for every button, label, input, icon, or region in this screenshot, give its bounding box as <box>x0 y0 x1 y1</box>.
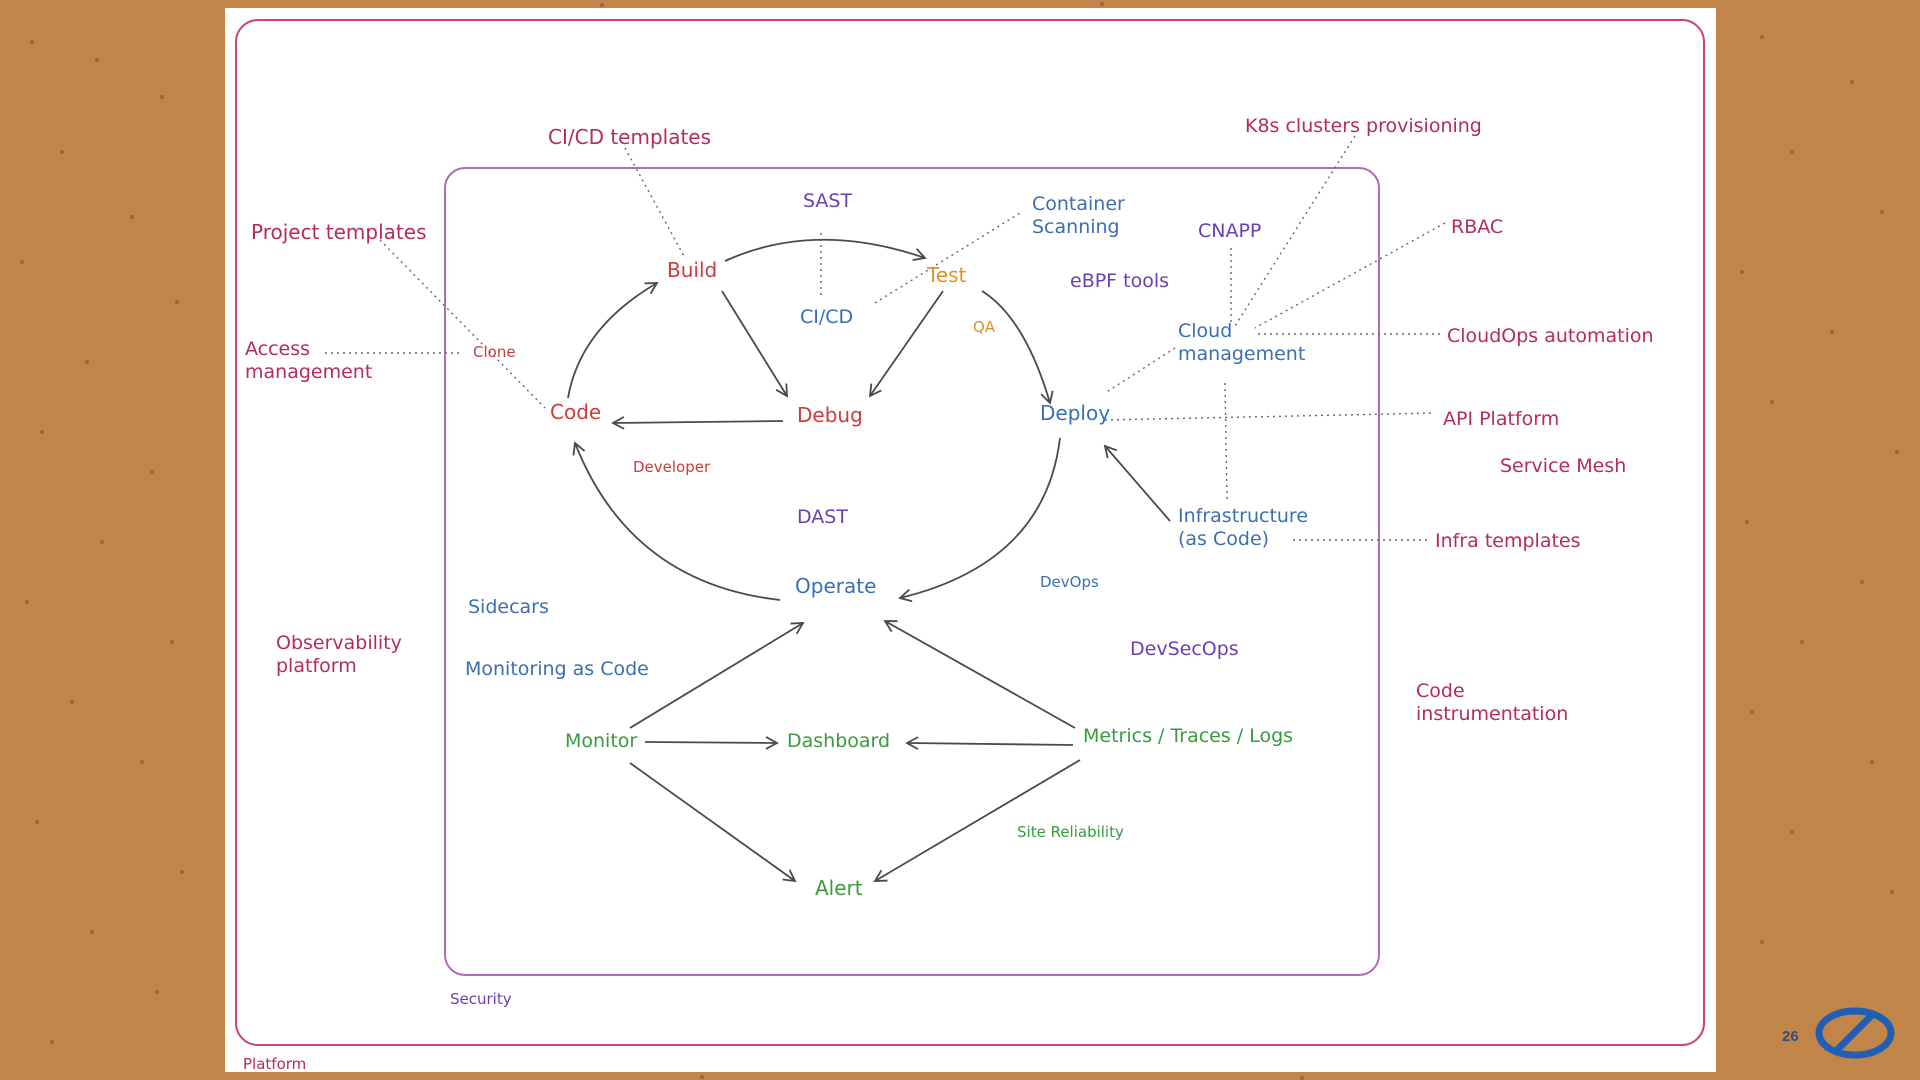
arrow-test-deploy <box>981 290 1054 405</box>
diagram-canvas <box>235 19 1705 1046</box>
connector-cloud-infra <box>1224 382 1228 501</box>
label-project-templates: Project templates <box>251 220 427 244</box>
label-service-mesh: Service Mesh <box>1500 455 1627 477</box>
label-ci-cd: CI/CD <box>800 306 854 328</box>
connector-rbac <box>1254 222 1446 329</box>
label-security: Security <box>450 990 512 1008</box>
label-site-reliability: Site Reliability <box>1017 823 1124 841</box>
node-test: Test <box>927 263 967 287</box>
connector-api-platform <box>1104 412 1436 421</box>
label-qa: QA <box>973 318 996 336</box>
label-cloudops-automation: CloudOps automation <box>1447 325 1654 347</box>
arrow-monitor-operate <box>629 622 805 729</box>
label-developer: Developer <box>633 458 711 476</box>
label-container-scanning: Container Scanning <box>1032 193 1125 238</box>
arrow-metrics-dashboard <box>905 736 1074 750</box>
node-operate: Operate <box>795 574 877 598</box>
brand-logo-icon <box>1815 1007 1895 1059</box>
label-api-platform: API Platform <box>1443 408 1560 430</box>
node-cloud-management: Cloud management <box>1178 320 1306 365</box>
connector-cloud-deploy <box>1104 347 1176 394</box>
label-sidecars: Sidecars <box>468 596 549 618</box>
security-frame <box>444 167 1380 976</box>
label-platform: Platform <box>243 1055 307 1072</box>
node-dashboard: Dashboard <box>787 730 891 752</box>
node-code: Code <box>550 400 602 424</box>
node-deploy: Deploy <box>1040 401 1111 425</box>
page-number: 26 <box>1782 1028 1799 1045</box>
label-code-instrumentation: Code instrumentation <box>1416 680 1569 725</box>
arrow-infra-deploy <box>1103 444 1171 522</box>
label-devops: DevOps <box>1040 573 1099 591</box>
connector-container-scanning <box>874 212 1021 304</box>
arrow-metrics-alert <box>873 759 1081 882</box>
node-monitor: Monitor <box>565 730 638 752</box>
arrow-deploy-operate <box>898 437 1061 603</box>
label-dast: DAST <box>797 506 848 528</box>
node-build: Build <box>667 258 718 282</box>
label-infra-templates: Infra templates <box>1435 530 1581 552</box>
arrow-test-debug <box>868 290 944 398</box>
arrow-monitor-alert <box>629 762 797 883</box>
arrow-debug-code <box>611 416 784 430</box>
label-cnapp: CNAPP <box>1198 220 1262 242</box>
arrow-operate-code <box>572 441 781 601</box>
connector-k8s <box>1234 135 1356 327</box>
arrow-monitor-dashboard <box>644 736 779 750</box>
label-ci-cd-templates: CI/CD templates <box>548 125 712 149</box>
connector-project-templates <box>379 239 546 409</box>
node-infrastructure-as-code: Infrastructure (as Code) <box>1178 505 1309 550</box>
arrow-build-debug <box>721 290 788 398</box>
arrow-metrics-operate <box>883 620 1076 729</box>
label-access-management: Access management <box>245 338 373 383</box>
platform-frame <box>235 19 1705 1046</box>
connector-cicd-templates <box>624 147 686 259</box>
label-ebpf-tools: eBPF tools <box>1070 270 1170 292</box>
arrow-build-test <box>724 238 927 262</box>
node-alert: Alert <box>815 876 863 900</box>
label-clone: Clone <box>473 343 516 361</box>
arrow-code-build <box>567 282 659 399</box>
label-sast: SAST <box>803 190 853 212</box>
label-observability-platform: Observability platform <box>276 632 402 677</box>
label-rbac: RBAC <box>1451 216 1504 238</box>
label-devsecops: DevSecOps <box>1130 638 1239 660</box>
label-monitoring-as-code: Monitoring as Code <box>465 658 649 680</box>
slide: Platform Security Developer DevOps Site … <box>225 8 1716 1072</box>
node-metrics-traces-logs: Metrics / Traces / Logs <box>1083 725 1294 747</box>
label-k8s-clusters-provisioning: K8s clusters provisioning <box>1245 115 1482 137</box>
node-debug: Debug <box>797 403 863 427</box>
